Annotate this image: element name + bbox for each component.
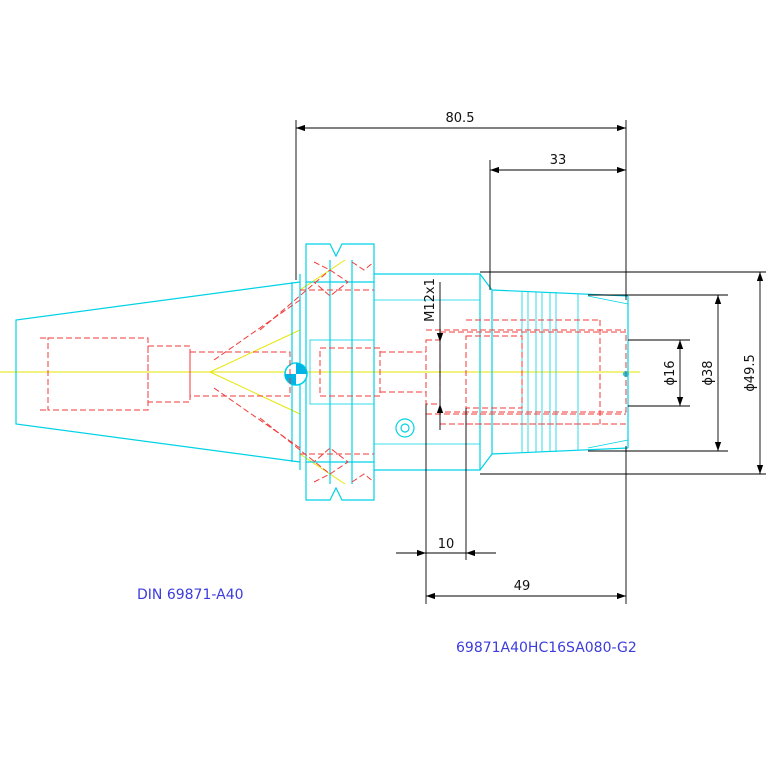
thread-label: M12x1: [423, 278, 438, 322]
taper-shank: [15, 281, 301, 463]
orientation-marker: [284, 362, 629, 386]
set-screw: [395, 418, 415, 438]
dimension-lines: [295, 120, 766, 604]
part-number-label: 69871A40HC16SA080-G2: [456, 640, 637, 656]
standard-label: DIN 69871-A40: [137, 587, 244, 603]
total-length-label: 80.5: [446, 111, 475, 126]
collet-diameter-label: ϕ16: [663, 360, 678, 385]
flange-top: [305, 243, 375, 283]
gauge-length-label: 49: [514, 579, 531, 594]
nose-diameter-label: ϕ38: [701, 360, 716, 385]
body-diameter-label: ϕ49.5: [743, 354, 758, 392]
front-length-label: 33: [550, 153, 567, 168]
thread-depth-label: 10: [438, 537, 455, 552]
flange-bottom: [305, 461, 375, 501]
